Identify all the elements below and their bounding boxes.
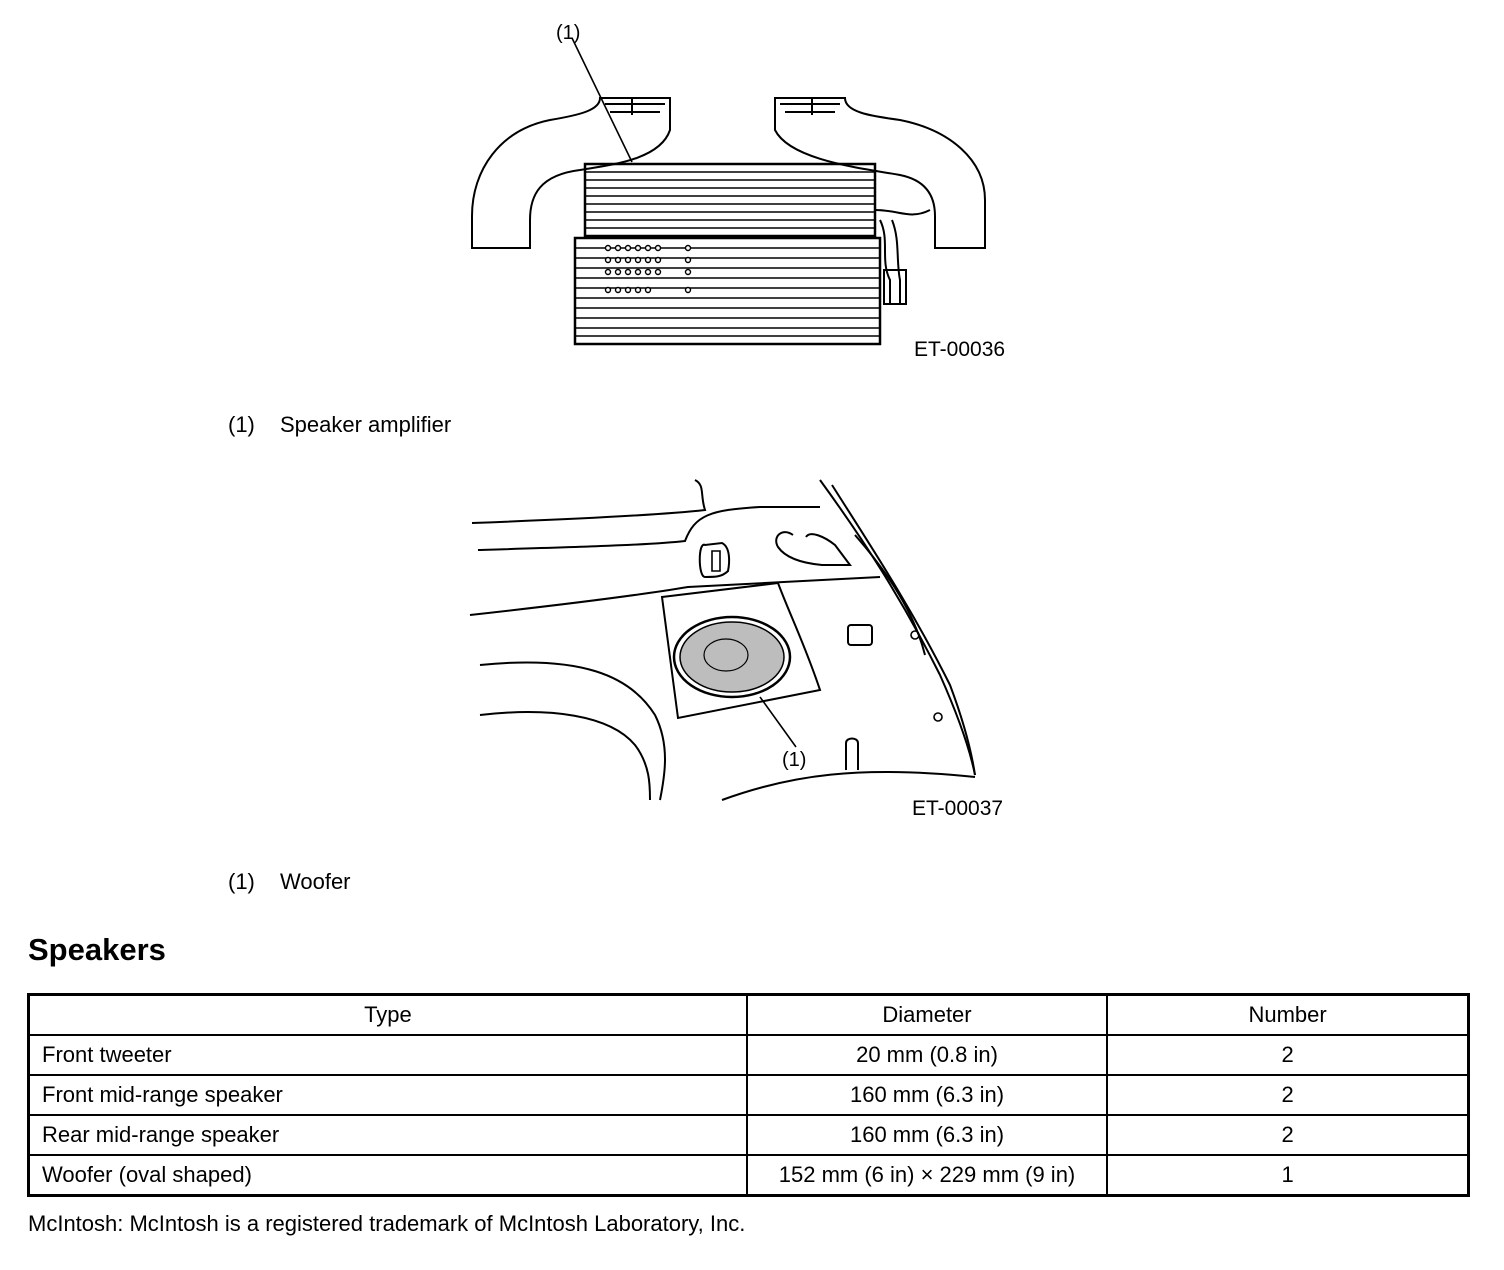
trademark-footnote: McIntosh: McIntosh is a registered trade…: [28, 1211, 746, 1236]
woofer-figure-code: ET-00037: [912, 797, 1004, 820]
cell-diameter: 152 mm (6 in) × 229 mm (9 in): [745, 1154, 1109, 1197]
speakers-table: Type Diameter Number Front tweeter 20 mm…: [27, 993, 1470, 1197]
table-row: Front mid-range speaker 160 mm (6.3 in) …: [27, 1074, 1470, 1116]
caption-text: Speaker amplifier: [280, 412, 452, 437]
amplifier-illustration: (1) ET-00036: [460, 20, 1020, 361]
cell-type: Front tweeter: [27, 1034, 748, 1076]
header-type: Type: [27, 993, 748, 1036]
woofer-illustration: (1) ET-00037: [460, 475, 1020, 820]
cell-number: 2: [1106, 1114, 1470, 1156]
cell-number: 2: [1106, 1034, 1470, 1076]
amplifier-caption: (1) Speaker amplifier: [228, 412, 451, 438]
cell-diameter: 160 mm (6.3 in): [745, 1114, 1109, 1156]
cell-type: Front mid-range speaker: [27, 1074, 748, 1116]
header-diameter: Diameter: [745, 993, 1109, 1036]
table-header-row: Type Diameter Number: [27, 993, 1470, 1036]
caption-number: (1): [228, 412, 255, 437]
cell-diameter: 160 mm (6.3 in): [745, 1074, 1109, 1116]
table-row: Rear mid-range speaker 160 mm (6.3 in) 2: [27, 1114, 1470, 1156]
caption-text: Woofer: [280, 869, 351, 894]
section-title: Speakers: [28, 932, 166, 967]
table-row: Woofer (oval shaped) 152 mm (6 in) × 229…: [27, 1154, 1470, 1197]
cell-number: 1: [1106, 1154, 1470, 1197]
header-number: Number: [1106, 993, 1470, 1036]
cell-type: Woofer (oval shaped): [27, 1154, 748, 1197]
woofer-caption: (1) Woofer: [228, 869, 351, 895]
cell-number: 2: [1106, 1074, 1470, 1116]
caption-number: (1): [228, 869, 255, 894]
woofer-callout-label: (1): [782, 749, 807, 771]
cell-diameter: 20 mm (0.8 in): [745, 1034, 1109, 1076]
cell-type: Rear mid-range speaker: [27, 1114, 748, 1156]
table-row: Front tweeter 20 mm (0.8 in) 2: [27, 1034, 1470, 1076]
amplifier-figure-code: ET-00036: [914, 338, 1006, 361]
amplifier-callout-label: (1): [556, 22, 581, 44]
